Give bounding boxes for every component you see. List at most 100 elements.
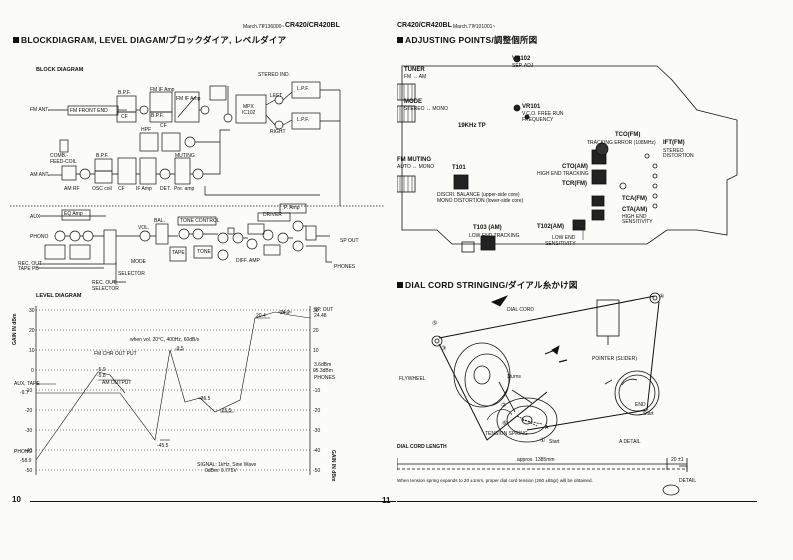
cord-step-1: ① bbox=[540, 438, 546, 444]
t102-label: T102(AM) bbox=[537, 224, 565, 230]
tuner-fm-am: FM ↔ AM bbox=[404, 74, 427, 80]
level-value: 3.6dBm bbox=[314, 362, 332, 368]
tcr-label: TCR(FM) bbox=[562, 181, 587, 187]
vr101-label: VR101 bbox=[522, 104, 541, 110]
tco-desc: TRACKING ERROR (108MHz) bbox=[587, 140, 656, 146]
sp-out-label: SP OUT bbox=[340, 238, 359, 244]
cord-step-6: ⑥ bbox=[502, 421, 508, 427]
diff-amp-label: DIFF. AMP bbox=[236, 258, 260, 264]
vr101-desc-2: FREQUENCY bbox=[522, 117, 554, 123]
level-value: -25.5 bbox=[220, 408, 232, 414]
detail-label: DETAIL bbox=[679, 478, 697, 484]
svg-text:20: 20 bbox=[313, 328, 319, 334]
bpf2-label: B.P.F. bbox=[151, 113, 164, 119]
svg-text:-20: -20 bbox=[25, 408, 32, 414]
page-number: 11 bbox=[382, 496, 391, 505]
svg-text:0: 0 bbox=[31, 368, 34, 374]
level-value: -21.5 bbox=[199, 396, 211, 402]
t101-desc: DISCRI. BALANCE (upper-side core) bbox=[437, 192, 520, 198]
mode-stereo-mono: STEREO ↔ MONO bbox=[404, 106, 448, 112]
serial-text: #136000~ bbox=[262, 24, 285, 30]
cf-label: CF bbox=[121, 114, 128, 120]
tca-label: TCA(FM) bbox=[622, 196, 647, 202]
three-turns-label: 3turns bbox=[507, 374, 521, 380]
level-value: -5.9 bbox=[97, 367, 106, 373]
stereo-ind-label: STEREO IND. bbox=[258, 72, 290, 78]
sp-out-level-label: SP. OUT bbox=[314, 307, 334, 313]
cta-desc-2: SENSITIVITY bbox=[622, 219, 653, 225]
tension-spring-label: TENSION SPRING bbox=[485, 431, 528, 437]
signal-note-2: 0dBm: 0.775V bbox=[205, 468, 237, 474]
level-value: -9.7 bbox=[20, 390, 29, 396]
fm-front-end-label: FM FRONT END bbox=[70, 108, 108, 114]
svg-text:10: 10 bbox=[29, 348, 35, 354]
svg-text:-10: -10 bbox=[313, 388, 320, 394]
ift-label: IFT(FM) bbox=[663, 140, 685, 146]
block-diagram bbox=[10, 81, 385, 285]
adjusting-points-diagram bbox=[397, 55, 738, 253]
svg-text:-30: -30 bbox=[313, 428, 320, 434]
mpx-ic-label: IC102 bbox=[242, 110, 256, 116]
cf3-label: CF bbox=[118, 186, 125, 192]
start-label: Start bbox=[549, 439, 560, 445]
model-text: CR420/CR420BL bbox=[285, 22, 340, 29]
left-channel-label: LEFT bbox=[270, 93, 283, 99]
tone-label: TONE bbox=[197, 249, 211, 255]
t102-desc: LOW END bbox=[552, 235, 576, 241]
end-label: END bbox=[635, 402, 646, 408]
tuner-label: TUNER bbox=[404, 67, 425, 73]
svg-text:-40: -40 bbox=[25, 448, 32, 454]
footer-rule bbox=[30, 501, 396, 502]
fm-muting-auto-mono: AUTO ↔ MONO bbox=[397, 164, 435, 170]
right-channel-label: RIGHT bbox=[270, 129, 286, 135]
left-page: March.77 #136000~ CR420/CR420BL BLOCKDIA… bbox=[0, 0, 396, 560]
aux-tape-label: AUX, TAPE bbox=[14, 381, 40, 387]
point-a-label: A bbox=[545, 425, 549, 431]
serial-text: #101001~ bbox=[473, 24, 496, 30]
dial-cord-label: DIAL CORD bbox=[507, 307, 535, 313]
osc-coil-label: OSC coil bbox=[92, 186, 112, 192]
cta-desc: HIGH END bbox=[622, 214, 647, 220]
level-value: 24.48 bbox=[314, 313, 327, 319]
fm-if-amp2-label: FM IF Amp bbox=[176, 96, 201, 102]
cf2-label: CF bbox=[160, 123, 167, 129]
rec-out-label: REC. OUT bbox=[18, 261, 42, 267]
t103-desc: LOW END TRACKING bbox=[469, 233, 520, 239]
svg-text:-10: -10 bbox=[25, 388, 32, 394]
gain-axis-label: GAIN IN dBm bbox=[12, 313, 18, 345]
tape-pb-label: TAPE PB bbox=[18, 266, 39, 272]
ift-desc-2: DISTORTION bbox=[663, 153, 694, 159]
tension-note: When tension spring expands to 20 ±1mm, … bbox=[397, 478, 593, 483]
tone-control-label: TONE CONTROL bbox=[180, 218, 220, 224]
a-detail-label: A DETAIL bbox=[619, 439, 641, 445]
svg-text:10: 10 bbox=[313, 348, 319, 354]
svg-text:-40: -40 bbox=[313, 448, 320, 454]
det-label: DET. bbox=[160, 186, 171, 192]
cord-step-4: ④ bbox=[659, 294, 665, 300]
cord-step-3: ③ bbox=[441, 346, 447, 352]
am-ant-label: AM ANT. bbox=[30, 172, 50, 178]
level-value: -9.5 bbox=[175, 346, 184, 352]
flywheel-label: FLYWHEEL bbox=[399, 376, 426, 382]
date-text: March.77 bbox=[243, 24, 264, 30]
phones-level-label: PHONES bbox=[314, 375, 336, 381]
svg-text:-20: -20 bbox=[313, 408, 320, 414]
phones-label: PHONES bbox=[334, 264, 356, 270]
t102-desc-2: SENSITIVITY bbox=[545, 241, 576, 247]
tape-label: TAPE bbox=[172, 250, 185, 256]
level-value: -45.5 bbox=[157, 443, 169, 449]
vr102-label: VR102 bbox=[512, 56, 531, 62]
start2-label: Start bbox=[643, 411, 654, 417]
when-vol-note: when vol. 20°C, 400Hz, 60dB/s bbox=[130, 337, 200, 343]
footer-rule bbox=[397, 501, 757, 502]
t101-label: T101 bbox=[452, 165, 466, 171]
svg-text:30: 30 bbox=[313, 308, 319, 314]
tco-label: TCO(FM) bbox=[615, 132, 641, 138]
phono-level-label: PHONO bbox=[14, 449, 33, 455]
selector-label: SELECTOR bbox=[118, 271, 145, 277]
tp-label: 19KHz TP bbox=[458, 123, 486, 129]
pre-amp-label: Pre. amp bbox=[174, 186, 195, 192]
signal-note: SIGNAL: 1kHz, Sine Wave bbox=[197, 462, 257, 468]
level-value: -5.8 bbox=[97, 373, 106, 379]
